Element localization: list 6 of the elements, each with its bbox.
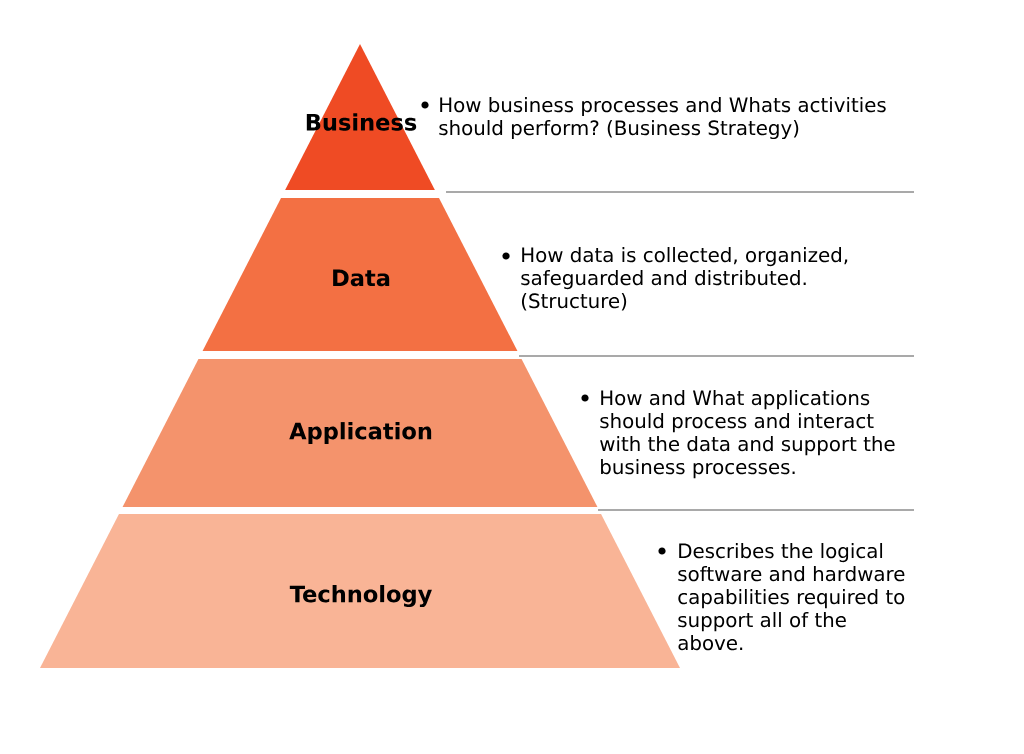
description-text: How business processes and Whats activities should perform? (Business Strategy) — [439, 96, 886, 140]
description-text: How data is collected, organized, safeguarded and distributed. (Structure) — [521, 246, 848, 311]
pyramid-layer: Application — [122, 359, 598, 507]
description-text: Describes the logical software and hardware capabilities required to support all of the above. — [678, 542, 905, 651]
pyramid-layer: Data — [202, 198, 518, 351]
description-text: How and What applications should process and interact with the data and support the business processes. — [600, 389, 895, 479]
